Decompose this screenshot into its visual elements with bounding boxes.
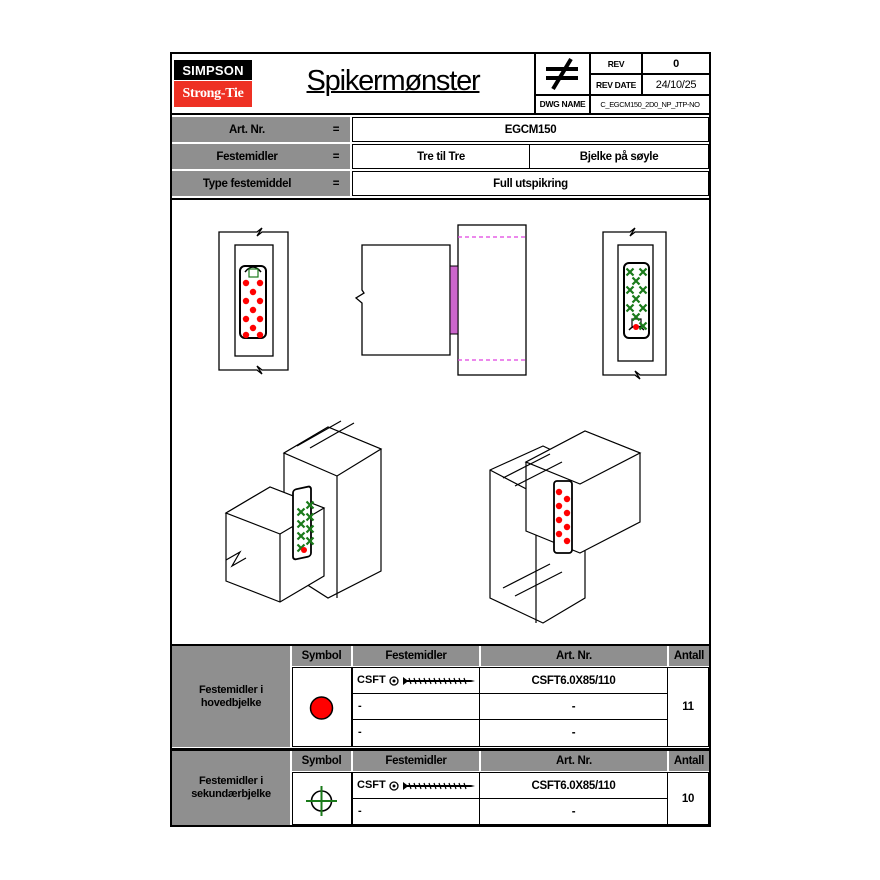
drawing-area-bottom-line	[170, 644, 711, 646]
fastener-name: -	[358, 700, 362, 712]
info-label-art-nr: Art. Nr.	[229, 123, 265, 136]
info-value-bjelke-pa-soyle: Bjelke på søyle	[529, 144, 709, 169]
dwg-name-label: DWG NAME	[539, 99, 586, 109]
fastener-name: CSFT	[357, 674, 386, 686]
title-block-hline	[589, 73, 711, 75]
table2-section-label: Festemidler i sekundærbjelke	[172, 751, 290, 825]
table1-row3-art: -	[479, 719, 668, 747]
fastener-name: -	[358, 726, 362, 738]
table2-row1-fastener: CSFT	[352, 772, 480, 799]
drawing-sheet	[170, 52, 711, 827]
table2-count: 10	[667, 772, 709, 825]
table2-header-symbol: Symbol	[292, 751, 351, 771]
title-block-hline	[534, 94, 711, 96]
rev-date-value: 24/10/25	[655, 78, 697, 91]
table2-header-festemidler: Festemidler	[353, 751, 479, 771]
table1-row2-art: -	[479, 693, 668, 720]
fastener-name: -	[358, 805, 362, 817]
fastener-name: CSFT	[357, 779, 386, 791]
info-value-art-nr: EGCM150	[352, 117, 709, 142]
table1-row2-fastener: -	[352, 693, 480, 720]
screw-icon	[389, 781, 475, 791]
page-title: Spikermønster	[306, 64, 481, 97]
title-block-vline	[589, 52, 591, 114]
info-label-bg	[172, 144, 350, 169]
info-eq: =	[332, 150, 340, 163]
table1-row3-fastener: -	[352, 719, 480, 747]
info-eq: =	[332, 123, 340, 136]
info-label-festemidler: Festemidler	[216, 150, 278, 163]
info-value-tre-til-tre: Tre til Tre	[352, 144, 530, 169]
isometric-view-left	[224, 420, 383, 603]
title-block-vline	[534, 52, 536, 114]
screw-icon	[389, 676, 475, 686]
isometric-left-nails	[296, 500, 315, 553]
technical-drawing	[218, 224, 667, 624]
front-view-left	[218, 227, 289, 375]
table2-symbol-cell	[292, 772, 352, 825]
info-label-bg	[172, 117, 350, 142]
table2-header-art-nr: Art. Nr.	[481, 751, 667, 771]
info-label-bg	[172, 171, 350, 196]
table1-section-label: Festemidler i hovedbjelke	[172, 646, 290, 747]
table1-symbol-cell	[292, 667, 352, 747]
table1-header-art-nr: Art. Nr.	[481, 646, 667, 666]
table2-row1-art: CSFT6.0X85/110	[479, 772, 668, 799]
table1-header-antall: Antall	[669, 646, 709, 666]
title-block-divider	[170, 113, 711, 115]
info-label-type-festemiddel: Type festemiddel	[202, 177, 292, 190]
rev-date-label: REV DATE	[596, 79, 636, 90]
green-nail-pattern-right	[625, 267, 648, 331]
table2-row2-art: -	[479, 798, 668, 825]
dwg-name-value: C_EGCM150_2D0_NP_JTP-NO	[600, 99, 700, 109]
side-view-center	[354, 224, 527, 376]
info-eq: =	[332, 177, 340, 190]
crosshair-icon	[306, 786, 337, 816]
table-separator	[170, 748, 711, 751]
not-equal-icon	[546, 57, 578, 91]
table1-row1-fastener: CSFT	[352, 667, 480, 694]
logo-strong-tie: Strong-Tie	[174, 81, 252, 107]
table2-row2-fastener: -	[352, 798, 480, 825]
table1-count: 11	[667, 667, 709, 747]
table1-header-symbol: Symbol	[292, 646, 351, 666]
red-circle-icon	[309, 696, 334, 720]
rev-value: 0	[673, 57, 679, 70]
front-view-right	[602, 227, 667, 380]
info-value-type: Full utspikring	[352, 171, 709, 196]
table1-row1-art: CSFT6.0X85/110	[479, 667, 668, 694]
rev-label: REV	[607, 58, 625, 69]
table1-header-festemidler: Festemidler	[353, 646, 479, 666]
drawing-area-top-line	[170, 198, 711, 200]
table2-header-antall: Antall	[669, 751, 709, 771]
logo-simpson: SIMPSON	[174, 60, 252, 80]
